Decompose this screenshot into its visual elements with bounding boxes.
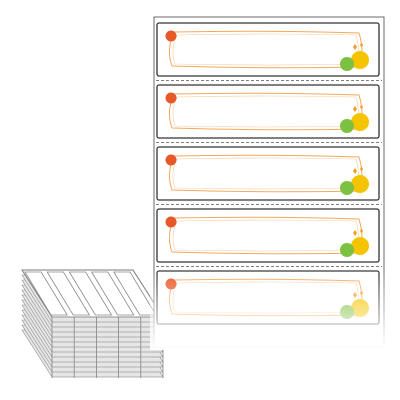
orange-dot-icon bbox=[165, 216, 177, 228]
orange-dot-icon bbox=[165, 154, 177, 166]
stack-strip bbox=[46, 271, 91, 316]
label-item bbox=[156, 208, 380, 263]
yellow-ball-icon bbox=[351, 175, 369, 193]
label-item bbox=[156, 84, 380, 139]
sheet-fade-overlay bbox=[150, 268, 390, 350]
stack-front-edges bbox=[51, 316, 164, 378]
sparkle-icon bbox=[353, 42, 363, 50]
sparkle-icon bbox=[353, 166, 363, 174]
yellow-ball-icon bbox=[351, 237, 369, 255]
label-border bbox=[156, 84, 380, 139]
label-item bbox=[156, 22, 380, 77]
stack-label-strips bbox=[24, 271, 157, 316]
sparkle-icon bbox=[353, 228, 363, 236]
sparkle-icon bbox=[353, 104, 363, 112]
label-border bbox=[156, 208, 380, 263]
yellow-ball-icon bbox=[351, 113, 369, 131]
label-border bbox=[156, 22, 380, 77]
green-ball-icon bbox=[340, 243, 354, 257]
stack-strip bbox=[90, 271, 135, 316]
stack-strip bbox=[24, 271, 68, 316]
green-ball-icon bbox=[340, 119, 354, 133]
label-sheet bbox=[150, 16, 390, 350]
stack-strip bbox=[68, 271, 113, 316]
green-ball-icon bbox=[340, 57, 354, 71]
orange-dot-icon bbox=[165, 92, 177, 104]
sheet-stack bbox=[21, 269, 164, 378]
green-ball-icon bbox=[340, 181, 354, 195]
label-item bbox=[156, 146, 380, 201]
yellow-ball-icon bbox=[351, 51, 369, 69]
label-border bbox=[156, 146, 380, 201]
orange-dot-icon bbox=[165, 30, 177, 42]
